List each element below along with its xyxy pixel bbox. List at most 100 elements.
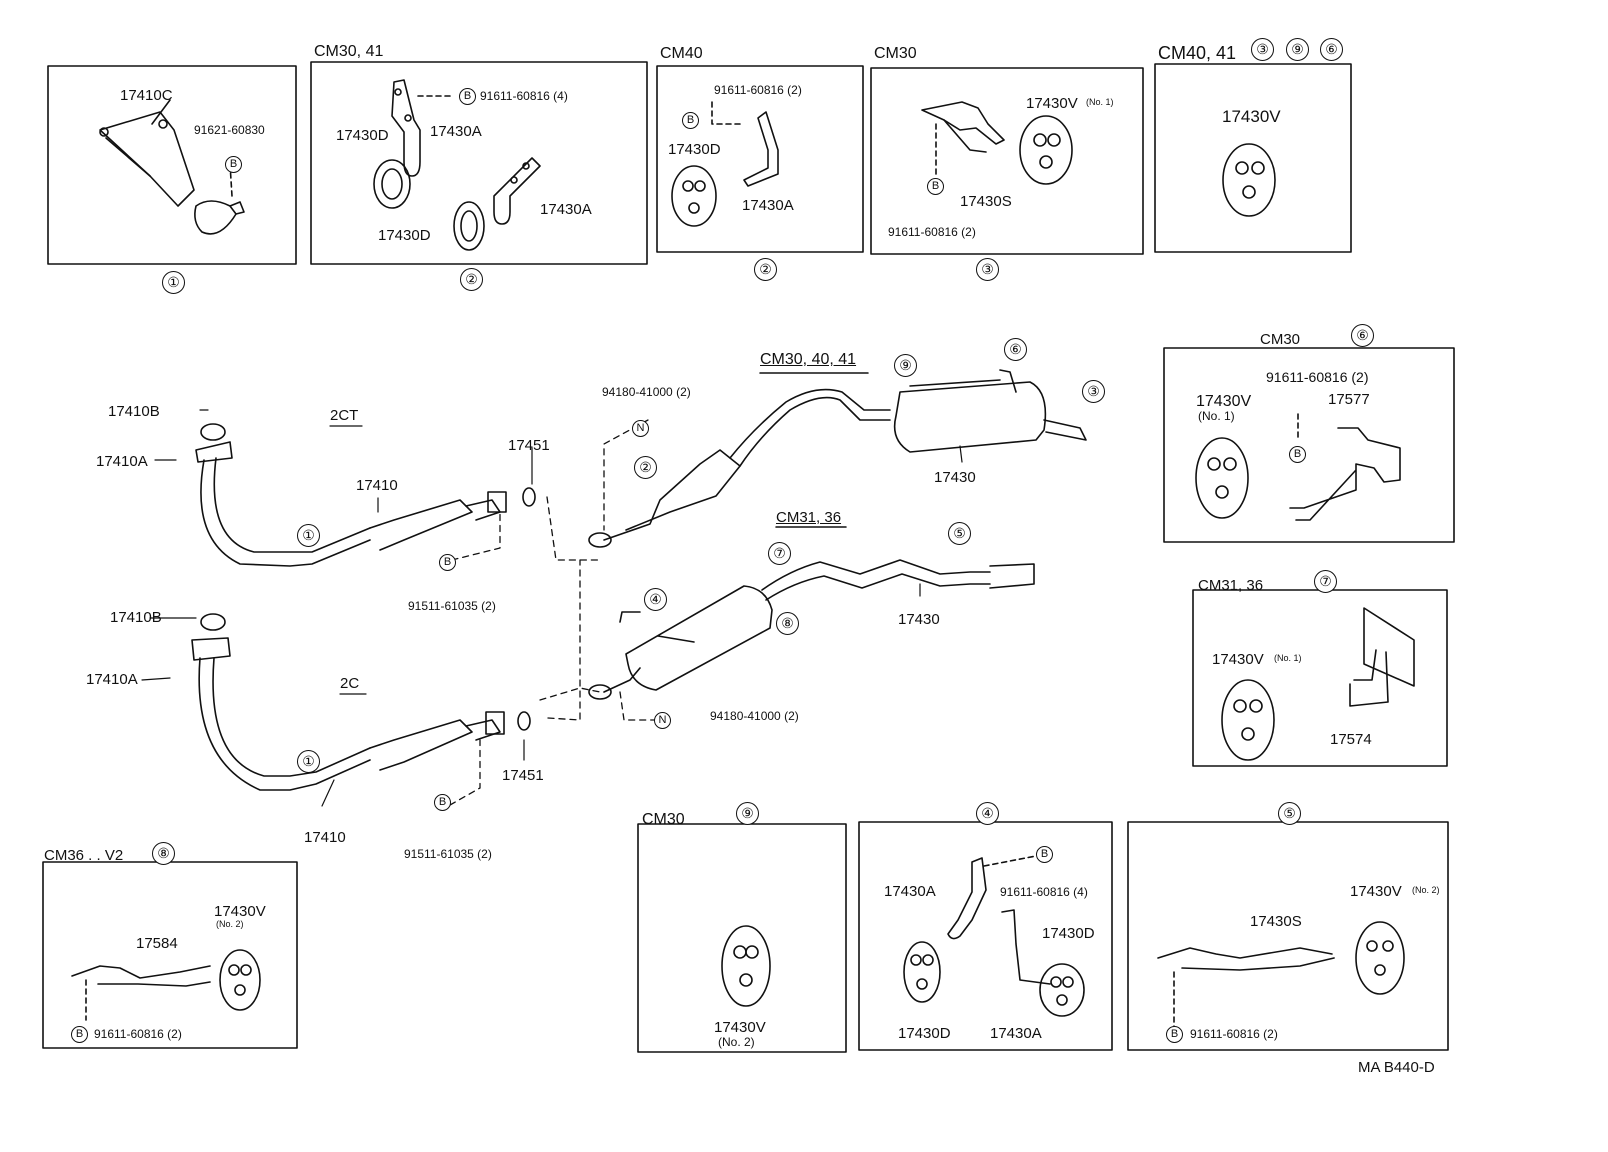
box7-title: CM31, 36 (1198, 577, 1264, 594)
front-pipe-bottom (191, 613, 531, 791)
box9-rubber (721, 925, 771, 1007)
engine-2CT: 2CT (330, 407, 359, 424)
part-17410: 17410 (356, 477, 398, 494)
callout-5: ⑤ (948, 522, 971, 545)
callout-4: ④ (976, 802, 999, 825)
part-17430S: 17430S (1250, 913, 1302, 930)
part-17430V: 17430V (1350, 883, 1402, 900)
bolt-symbol: B (682, 112, 699, 129)
part-17584: 17584 (136, 935, 178, 952)
part-17430V-no: (No. 2) (1412, 885, 1440, 895)
callout-7: ⑦ (768, 542, 791, 565)
callout-9: ⑨ (736, 802, 759, 825)
bolt-symbol: B (439, 554, 456, 571)
part-17430V-no: (No. 1) (1198, 409, 1235, 423)
callout-8: ⑧ (776, 612, 799, 635)
detail-box-11 (1127, 821, 1449, 1051)
part-17430V-no: (No. 2) (718, 1035, 755, 1049)
part-17430: 17430 (898, 611, 940, 628)
box4-hanger (921, 101, 1073, 185)
nut-symbol: N (632, 420, 649, 437)
callout-6: ⑥ (1351, 324, 1374, 347)
part-17430: 17430 (934, 469, 976, 486)
part-91611-60816: 91611-60816 (4) (480, 89, 568, 103)
callout-1: ① (297, 524, 320, 547)
box2-title: CM30, 41 (314, 43, 384, 60)
box6-hanger (1195, 413, 1401, 521)
callout-2: ② (634, 456, 657, 479)
part-91611-60816: 91611-60816 (2) (1266, 369, 1369, 385)
part-17430A: 17430A (540, 201, 592, 218)
callout-9: ⑨ (894, 354, 917, 377)
detail-box-6 (1163, 347, 1455, 543)
part-91611-60816: 91611-60816 (2) (888, 225, 976, 239)
callout-6: ⑥ (1004, 338, 1027, 361)
part-17451: 17451 (502, 767, 544, 784)
part-17430A: 17430A (990, 1025, 1042, 1042)
callout-3: ③ (976, 258, 999, 281)
part-17430V-no: (No. 1) (1274, 653, 1302, 663)
nut-symbol: N (654, 712, 671, 729)
box5-title: CM40, 41 (1158, 43, 1237, 63)
part-17430V: 17430V (714, 1019, 766, 1036)
box10-hangers (903, 855, 1085, 1017)
part-17430V: 17430V (1026, 95, 1078, 112)
detail-box-9 (637, 823, 847, 1053)
bolt-symbol: B (927, 178, 944, 195)
part-17577: 17577 (1328, 391, 1370, 408)
part-17410A: 17410A (96, 453, 148, 470)
detail-box-1 (47, 65, 297, 265)
part-17430V-no: (No. 1) (1086, 97, 1114, 107)
part-17430V: 17430V (1212, 651, 1264, 668)
variant-bottom: CM31, 36 (776, 509, 842, 526)
part-17410C: 17410C (120, 87, 173, 104)
callout-9: ⑨ (1286, 38, 1309, 61)
bolt-symbol: B (1289, 446, 1306, 463)
part-91611-60816: 91611-60816 (2) (94, 1027, 182, 1041)
part-17430A: 17430A (884, 883, 936, 900)
box4-title: CM30 (874, 45, 917, 62)
part-17430D: 17430D (668, 141, 721, 158)
detail-box-3 (656, 65, 864, 253)
callout-5: ⑤ (1278, 802, 1301, 825)
part-17410B: 17410B (108, 403, 160, 420)
solid-leaders (141, 409, 963, 807)
part-17430D: 17430D (1042, 925, 1095, 942)
box1-bracket (99, 99, 245, 235)
part-17430V: 17430V (1222, 107, 1281, 126)
part-17430V: 17430V (214, 903, 266, 920)
muffler-rear-bottom (588, 559, 1035, 700)
box11-hanger (1157, 921, 1405, 1031)
callout-6: ⑥ (1320, 38, 1343, 61)
bolt-symbol: B (225, 156, 242, 173)
detail-box-8 (42, 861, 298, 1049)
front-pipe-top (195, 423, 536, 567)
part-91511-61035: 91511-61035 (2) (404, 847, 492, 861)
callout-3: ③ (1082, 380, 1105, 403)
detail-box-4 (870, 67, 1144, 255)
callout-4: ④ (644, 588, 667, 611)
part-17430A: 17430A (742, 197, 794, 214)
callout-7: ⑦ (1314, 570, 1337, 593)
detail-box-5 (1154, 63, 1352, 253)
bolt-symbol: B (1166, 1026, 1183, 1043)
bolt-symbol: B (71, 1026, 88, 1043)
part-94180-41000: 94180-41000 (2) (710, 709, 799, 723)
box5-rubber (1222, 143, 1276, 217)
detail-box-2 (310, 61, 648, 265)
part-91611-60816: 91611-60816 (2) (1190, 1027, 1278, 1041)
diagram-code: MA B440-D (1358, 1059, 1435, 1076)
part-17430D: 17430D (898, 1025, 951, 1042)
bolt-symbol: B (459, 88, 476, 105)
box6-title: CM30 (1260, 331, 1301, 348)
box8-title: CM36 . . V2 (44, 847, 124, 864)
callout-3: ③ (1251, 38, 1274, 61)
box3-hanger (671, 101, 779, 227)
part-17430A: 17430A (430, 123, 482, 140)
part-17430D: 17430D (336, 127, 389, 144)
part-17430V: 17430V (1196, 393, 1252, 410)
engine-2C: 2C (340, 675, 360, 692)
part-91511-61035: 91511-61035 (2) (408, 599, 496, 613)
